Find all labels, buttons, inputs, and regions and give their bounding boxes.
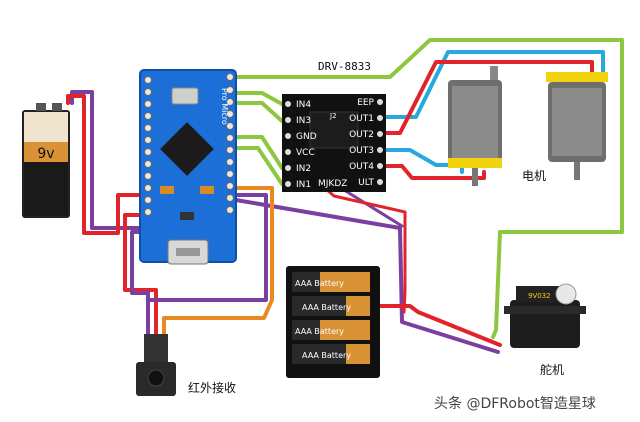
aaa-battery-pack: AAA Battery AAA Battery AAA Battery AAA … <box>286 266 380 378</box>
driver-part-text: MJKDZ <box>318 179 347 189</box>
driver-pin-ult: ULT <box>358 178 374 188</box>
driver-pin-vcc: VCC <box>296 148 315 158</box>
driver-pin-eep: EEP <box>357 98 374 108</box>
servo: 9V032 舵机 <box>504 283 586 377</box>
green-wire-in4 <box>234 91 284 106</box>
driver-pin-out3: OUT3 <box>349 146 374 156</box>
red-wire-aaa <box>376 304 502 347</box>
pro-micro-silk-text: Pro Micro <box>220 88 229 125</box>
driver-jumper-text: J2 <box>329 112 337 120</box>
orange-wire-ir-signal <box>162 186 274 339</box>
green-wire-in3 <box>234 101 284 123</box>
aaa-cell-1-label: AAA Battery <box>295 279 344 288</box>
pro-micro-board: Pro Micro <box>139 69 237 265</box>
aaa-cell-4: AAA Battery <box>292 344 370 364</box>
driver-pin-in3: IN3 <box>296 116 311 126</box>
driver-pin-gnd: GND <box>296 132 317 142</box>
aaa-cell-4-label: AAA Battery <box>302 351 351 360</box>
aaa-cell-2: AAA Battery <box>292 296 370 316</box>
red-wire-9v <box>66 94 142 235</box>
dc-motor-right <box>546 72 608 180</box>
driver-pin-in1: IN1 <box>296 180 311 190</box>
driver-pin-in2: IN2 <box>296 164 311 174</box>
purple-wire-gnd-bus <box>148 193 268 302</box>
purple-wire-servo-gnd <box>234 198 500 354</box>
motor-label: 电机 <box>522 169 546 183</box>
aaa-cell-3: AAA Battery <box>292 320 370 340</box>
mcu-chip <box>160 122 214 176</box>
ir-receiver-label: 红外接收 <box>188 380 236 395</box>
right-header-pins <box>226 73 234 214</box>
watermark: 头条 @DFRobot智造星球 <box>434 395 596 412</box>
red-wire-ir-vcc <box>123 213 158 339</box>
driver-right-pins: EEP OUT1 OUT2 OUT3 OUT4 ULT <box>349 98 383 188</box>
red-wire-out2 <box>384 60 594 135</box>
aaa-cell-3-label: AAA Battery <box>295 327 344 336</box>
battery-9v: 9v <box>22 103 70 218</box>
green-wire-servo-signal <box>230 38 624 339</box>
driver-pin-out4: OUT4 <box>349 162 374 172</box>
driver-title: DRV-8833 <box>318 60 371 73</box>
ir-receiver: 红外接收 <box>136 334 236 396</box>
battery-9v-label: 9v <box>37 146 54 162</box>
driver-pin-out2: OUT2 <box>349 130 374 140</box>
left-header-pins <box>144 76 152 216</box>
servo-cap-text: 9V032 <box>528 292 551 300</box>
driver-pin-in4: IN4 <box>296 100 311 110</box>
servo-label: 舵机 <box>540 362 564 377</box>
aaa-cell-1: AAA Battery <box>292 272 370 292</box>
driver-pin-out1: OUT1 <box>349 114 374 124</box>
green-wire-in1 <box>234 146 284 186</box>
driver-left-pins: IN4 IN3 GND VCC IN2 IN1 <box>285 100 317 190</box>
red-wire-out4 <box>384 164 486 180</box>
dc-motor-left <box>448 66 502 186</box>
crystal <box>171 87 199 105</box>
aaa-cell-2-label: AAA Battery <box>302 303 351 312</box>
drv8833-module: DRV-8833 J2 MJKDZ IN4 IN3 GND VCC IN2 IN… <box>282 60 386 192</box>
green-wire-in2 <box>234 135 284 170</box>
